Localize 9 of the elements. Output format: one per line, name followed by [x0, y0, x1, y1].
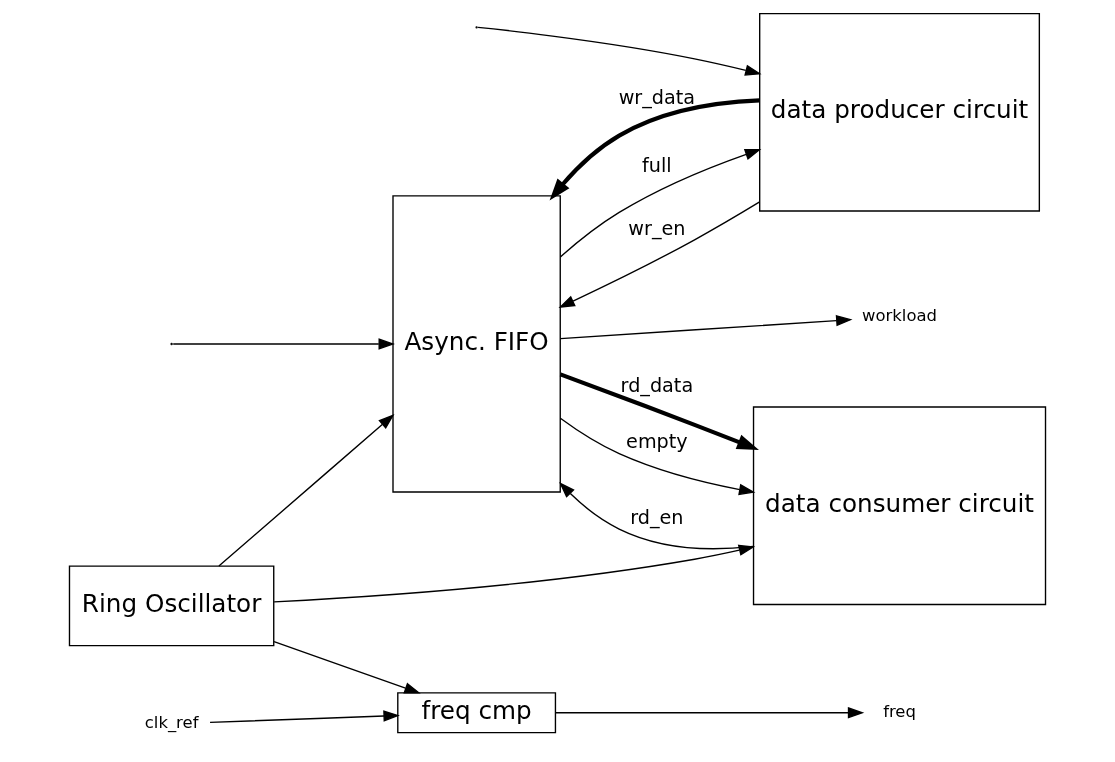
edge-label: empty [626, 430, 688, 454]
edge-label: rd_en [630, 505, 684, 529]
node-text: workload [862, 305, 937, 325]
edge-label: rd_data [620, 374, 694, 398]
edge-label: wr_en [628, 216, 686, 240]
node-text: clk_ref [144, 712, 199, 732]
node-text: freq [883, 701, 916, 721]
edge-label: full [642, 153, 672, 177]
edge-label: wr_data [618, 86, 696, 110]
